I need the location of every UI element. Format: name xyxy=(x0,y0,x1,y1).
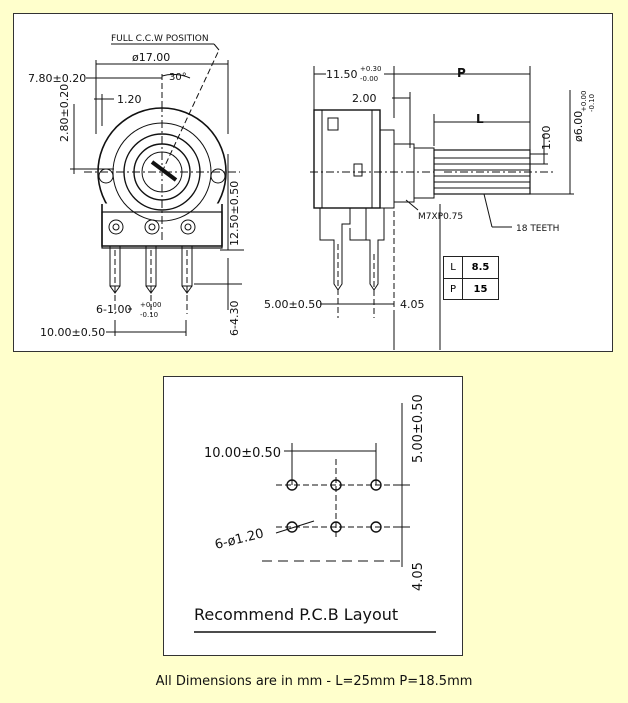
dim-6-00: ø6.00 xyxy=(572,111,585,142)
thread-label: M7XP0.75 xyxy=(418,212,463,222)
pcb-layout-panel: 10.00±0.50 5.00±0.50 6-ø1.20 4.05 Recomm… xyxy=(163,376,463,656)
table-value: 8.5 xyxy=(471,262,490,273)
label-l: L xyxy=(476,112,484,126)
angle30-label: 30° xyxy=(169,72,187,83)
top-drawing-svg: FULL C.C.W POSITION ø17.00 30° 7.80±0.20… xyxy=(28,34,596,350)
tol-11-50-up: +0.30 xyxy=(360,65,381,73)
table-key: P xyxy=(444,279,463,300)
dim-2-80: 2.80±0.20 xyxy=(58,84,71,142)
dim-7-80: 7.80±0.20 xyxy=(28,72,86,85)
pcb-dim-4-05: 4.05 xyxy=(411,562,426,591)
label-p: P xyxy=(457,66,466,80)
dim-1-00-side: 1.00 xyxy=(540,126,553,151)
table-row: P 15 xyxy=(444,279,498,300)
dim-5-00: 5.00±0.50 xyxy=(264,298,322,311)
pcb-dim-5-00: 5.00±0.50 xyxy=(411,394,426,463)
dim-1-20: 1.20 xyxy=(117,93,142,106)
pcb-dim-10-00: 10.00±0.50 xyxy=(204,446,281,461)
dim-6-1-00: 6-1.00 xyxy=(96,303,131,316)
dimension-table: L 8.5 P 15 xyxy=(443,256,499,300)
dim-2-00: 2.00 xyxy=(352,92,377,105)
dim-10-00: 10.00±0.50 xyxy=(40,326,105,339)
tol-11-50-dn: -0.00 xyxy=(360,75,378,83)
table-row: L 8.5 xyxy=(444,257,498,279)
tol-1-00-dn: -0.10 xyxy=(140,311,158,319)
teeth-label: 18 TEETH xyxy=(516,224,559,234)
dim-4-05: 4.05 xyxy=(400,298,425,311)
ccw-label: FULL C.C.W POSITION xyxy=(111,34,209,44)
pcb-layout-svg: 10.00±0.50 5.00±0.50 6-ø1.20 4.05 Recomm… xyxy=(194,394,436,633)
top-drawing-panel: FULL C.C.W POSITION ø17.00 30° 7.80±0.20… xyxy=(13,13,613,352)
dim-11-50: 11.50 xyxy=(326,68,358,81)
dimensions-caption: All Dimensions are in mm - L=25mm P=18.5… xyxy=(155,674,473,689)
pcb-holes-label: 6-ø1.20 xyxy=(213,526,265,553)
dim-6-4-30: 6-4.30 xyxy=(228,301,241,336)
table-value: 15 xyxy=(473,284,488,295)
dia17-label: ø17.00 xyxy=(132,51,170,64)
pcb-title: Recommend P.C.B Layout xyxy=(194,605,398,624)
table-key: L xyxy=(444,257,463,278)
tol-6-00-up: +0.00 xyxy=(580,91,588,112)
tol-6-00-dn: -0.10 xyxy=(588,94,596,112)
dim-12-50: 12.50±0.50 xyxy=(228,181,241,246)
tol-1-00-up: +0.00 xyxy=(140,301,161,309)
